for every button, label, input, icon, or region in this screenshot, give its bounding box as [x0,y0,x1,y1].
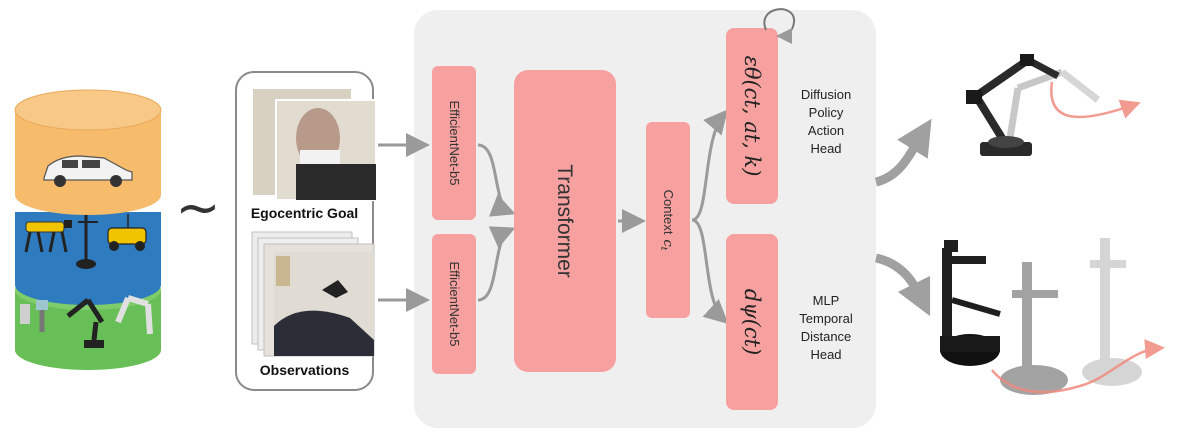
diffusion-head-caption-line: Diffusion [800,87,852,102]
diffusion-loop-icon [763,8,796,44]
encoder-block-bottom [432,234,476,374]
context-to-distance-arrow [691,218,729,325]
transformer-label: Transformer [553,164,576,278]
diffusion-head-caption-line: Action [807,123,845,138]
legged-robot-icon [24,220,72,253]
context-label: Contextct [658,190,676,251]
arm-robot-image [966,54,1141,156]
observations-label: Observations [259,362,350,378]
diffusion-head-caption-line: Head [810,141,842,156]
mobile-robot-image [940,238,1165,395]
distance-head-caption-line: Head [810,347,842,362]
distance-head-caption-line: Temporal [799,311,853,326]
distance-head-caption-line: MLP [812,293,840,308]
distance-head-block [726,234,778,410]
transformer-block [514,70,616,372]
context-block [646,122,690,318]
goal-image [251,87,377,201]
diffusion-head-formula: εθ(ct, at, k) [740,56,764,177]
diffusion-head-caption-line: Policy [808,105,844,120]
distance-output-arrow [874,253,931,317]
robot-arms-icon [20,295,153,348]
distance-head-caption-line: Distance [800,329,852,344]
model-panel [414,10,876,428]
action-output-arrow [874,118,932,187]
context-to-diffusion-arrow [691,109,728,222]
encoder-label-bottom: EfficientNet-b5 [447,261,462,346]
distance-head-caption: MLP Temporal Distance Head [786,292,866,364]
tilde-symbol: ~ [175,176,220,239]
egocentric-goal-label: Egocentric Goal [250,205,359,221]
encoder-label-top: EfficientNet-b5 [447,100,462,185]
diffusion-head-block [726,28,778,204]
diffusion-head-caption: Diffusion Policy Action Head [786,86,866,158]
observation-images [251,231,375,357]
car-icon [43,155,133,187]
wheeled-robot-icon [107,214,147,251]
encoder-top-to-transformer-arrow [477,143,516,217]
stretch-robot-icon [76,215,98,269]
encoder-bottom-to-transformer-arrow [477,226,516,302]
encoder-block-top [432,66,476,220]
distance-head-formula: dψ(ct) [740,289,764,356]
